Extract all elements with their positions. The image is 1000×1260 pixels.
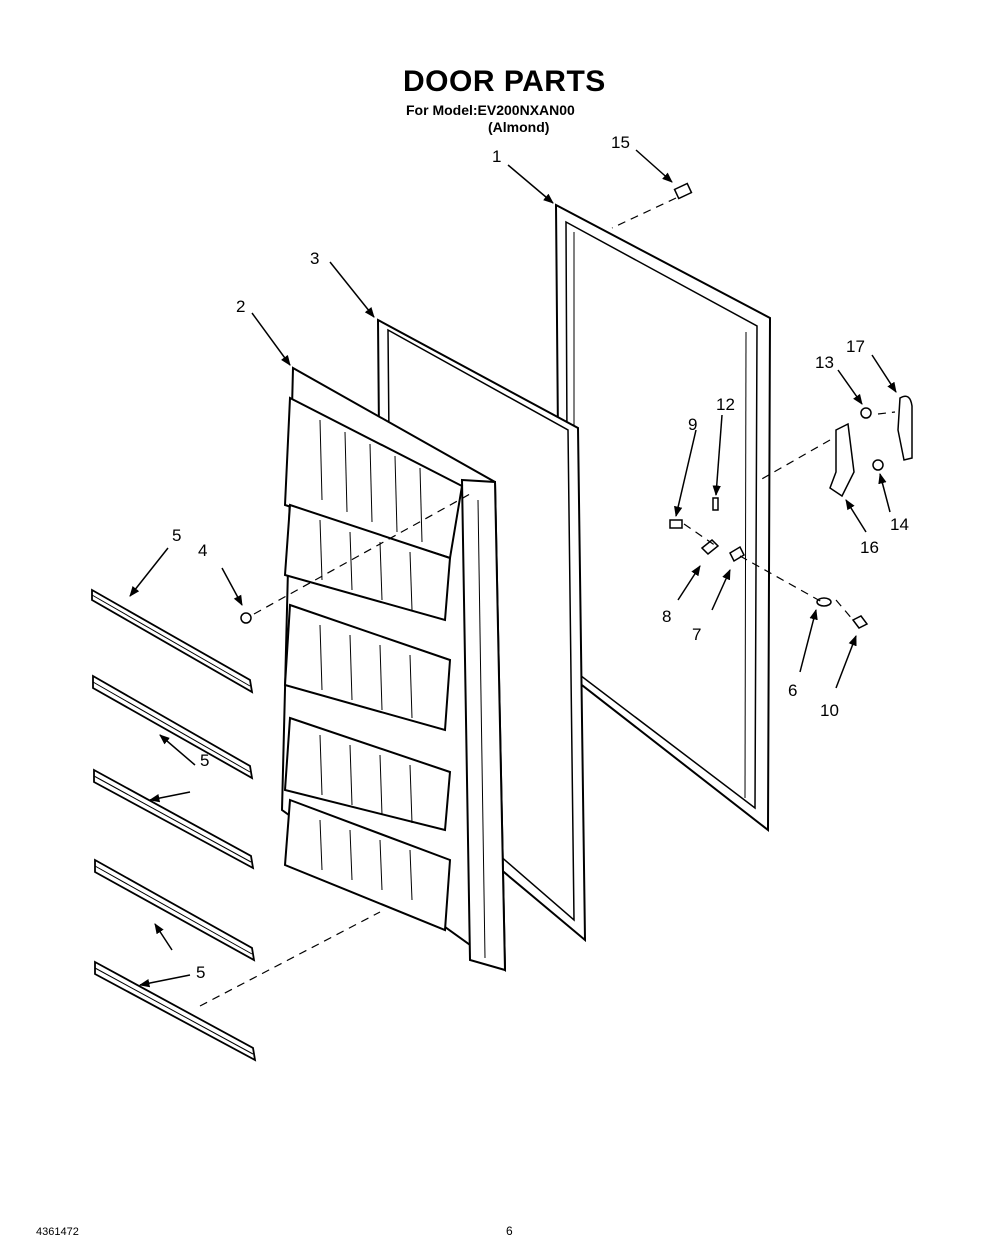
hinge-cover-part-17	[897, 395, 913, 461]
color-line: (Almond)	[488, 119, 550, 135]
callout-14: 14	[890, 515, 909, 534]
callout-13: 13	[815, 353, 834, 372]
bracket-part-8	[700, 538, 720, 556]
callout-2: 2	[236, 297, 245, 316]
cap-part-10	[851, 615, 869, 629]
spacer-part-12	[712, 497, 719, 511]
callout-5-b: 5	[200, 751, 209, 770]
hinge-plug-part-15	[673, 182, 693, 200]
callout-8: 8	[662, 607, 671, 626]
callout-15: 15	[611, 133, 630, 152]
callout-17: 17	[846, 337, 865, 356]
callout-9: 9	[688, 415, 697, 434]
callout-3: 3	[310, 249, 319, 268]
screw-part-9	[669, 519, 683, 529]
hardware-parts	[240, 182, 913, 629]
callout-4: 4	[198, 541, 207, 560]
document-number: 4361472	[36, 1226, 79, 1238]
model-line: For Model:EV200NXAN00	[406, 102, 575, 118]
callout-6: 6	[788, 681, 797, 700]
callout-16: 16	[860, 538, 879, 557]
callout-5-a: 5	[172, 526, 181, 545]
callout-7: 7	[692, 625, 701, 644]
inner-door-liner	[280, 366, 507, 972]
screw-part-14	[872, 459, 884, 471]
diagram-title: DOOR PARTS	[403, 65, 606, 98]
screw-part-4	[240, 612, 252, 624]
callout-5-c: 5	[196, 963, 205, 982]
bracket-part-7	[729, 545, 745, 563]
bushing-part-6	[816, 597, 832, 607]
hinge-part-16	[829, 422, 855, 498]
callout-labels: 1 15 3 2 5 4 5 5 17 13 12 9 14 16 8 7 6 …	[172, 133, 909, 982]
alignment-lines	[199, 197, 896, 1007]
page-number: 6	[506, 1224, 513, 1238]
screw-part-13	[860, 407, 872, 419]
leader-arrows	[129, 149, 897, 988]
callout-10: 10	[820, 701, 839, 720]
callout-12: 12	[716, 395, 735, 414]
callout-1: 1	[492, 147, 501, 166]
door-shelf-bars	[91, 588, 257, 1062]
outer-door-panel	[554, 203, 772, 833]
